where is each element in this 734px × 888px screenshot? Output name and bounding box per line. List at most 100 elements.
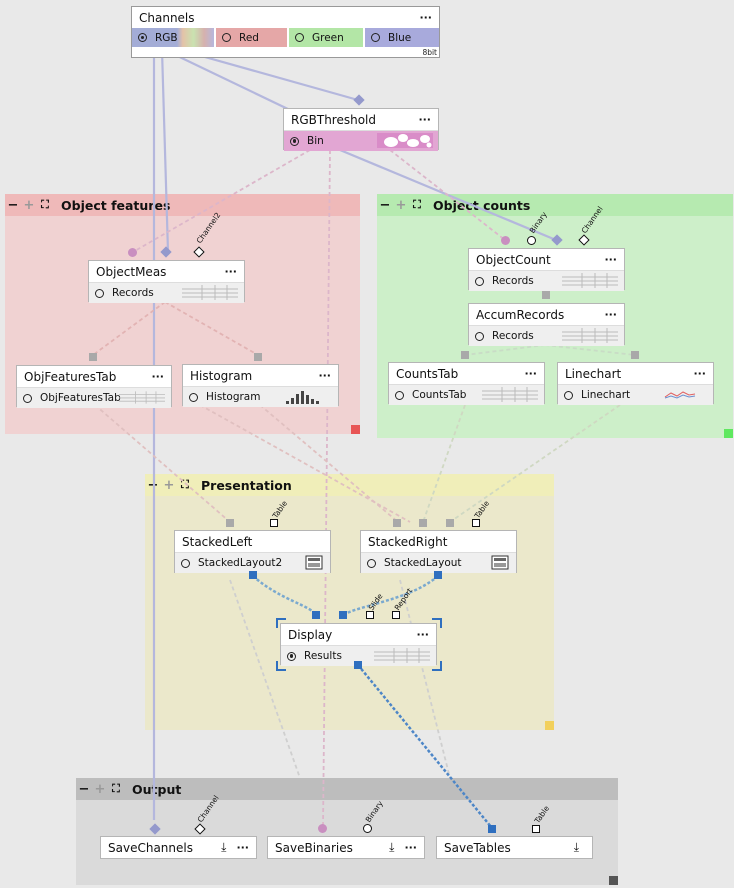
output-table[interactable]: ObjFeaturesTab — [17, 387, 171, 408]
group-header[interactable]: − + ⛶ Output — [76, 778, 618, 800]
node-menu-button[interactable]: ··· — [604, 253, 617, 266]
input-port-slide[interactable] — [366, 611, 374, 619]
node-header[interactable]: SaveChannels ⤓ ··· — [101, 837, 256, 858]
node-savebinaries[interactable]: SaveBinaries ⤓ ··· — [267, 836, 425, 859]
node-header[interactable]: SaveBinaries ⤓ ··· — [268, 837, 424, 858]
group-resize-handle[interactable] — [609, 876, 618, 885]
node-menu-button[interactable]: ··· — [418, 113, 431, 126]
node-header[interactable]: Channels ··· — [132, 7, 439, 28]
input-port-binary[interactable] — [128, 248, 137, 257]
expand-icon[interactable]: + — [395, 197, 407, 213]
input-port-records[interactable] — [631, 351, 639, 359]
node-menu-button[interactable]: ··· — [524, 367, 537, 380]
node-stackedleft[interactable]: StackedLeft StackedLayout2 — [174, 530, 331, 573]
node-countstab[interactable]: CountsTab ··· CountsTab — [388, 362, 545, 405]
node-header[interactable]: Histogram ··· — [183, 365, 338, 386]
output-port-results[interactable] — [354, 661, 362, 669]
output-histogram[interactable]: Histogram — [183, 386, 338, 407]
input-port-table[interactable] — [472, 519, 480, 527]
node-header[interactable]: RGBThreshold ··· — [284, 109, 438, 130]
node-savechannels[interactable]: SaveChannels ⤓ ··· — [100, 836, 257, 859]
fit-icon[interactable]: ⛶ — [112, 782, 120, 795]
input-port-binary2[interactable] — [527, 236, 536, 245]
collapse-icon[interactable]: − — [78, 781, 90, 797]
node-accumrecords[interactable]: AccumRecords ··· Records — [468, 303, 625, 346]
input-port-binary[interactable] — [501, 236, 510, 245]
download-icon[interactable]: ⤓ — [573, 840, 579, 854]
fit-icon[interactable]: ⛶ — [181, 478, 189, 491]
group-header[interactable]: − + ⛶ Presentation — [145, 474, 554, 496]
input-port-records[interactable] — [461, 351, 469, 359]
group-resize-handle[interactable] — [545, 721, 554, 730]
node-header[interactable]: ObjFeaturesTab ··· — [17, 366, 171, 387]
node-menu-button[interactable]: ··· — [404, 841, 417, 854]
group-resize-handle[interactable] — [724, 429, 733, 438]
expand-icon[interactable]: + — [94, 781, 106, 797]
collapse-icon[interactable]: − — [147, 477, 159, 493]
input-port-layout[interactable] — [339, 611, 347, 619]
input-port-channel[interactable] — [353, 94, 365, 106]
node-header[interactable]: SaveTables ⤓ — [437, 837, 592, 858]
expand-icon[interactable]: + — [163, 477, 175, 493]
input-port-table[interactable] — [419, 519, 427, 527]
output-port-layout[interactable] — [249, 571, 257, 579]
group-header[interactable]: − + ⛶ Object counts — [377, 194, 733, 216]
node-header[interactable]: StackedRight — [361, 531, 516, 552]
node-menu-button[interactable]: ··· — [236, 841, 249, 854]
node-header[interactable]: StackedLeft — [175, 531, 330, 552]
output-linechart[interactable]: Linechart — [558, 384, 713, 405]
node-menu-button[interactable]: ··· — [693, 367, 706, 380]
channel-rgb[interactable]: RGB — [132, 28, 216, 47]
node-savetables[interactable]: SaveTables ⤓ — [436, 836, 593, 859]
node-menu-button[interactable]: ··· — [419, 11, 432, 24]
input-port-binary2[interactable] — [363, 824, 372, 833]
node-objectcount[interactable]: ObjectCount ··· Records — [468, 248, 625, 291]
node-header[interactable]: AccumRecords ··· — [469, 304, 624, 325]
expand-icon[interactable]: + — [23, 197, 35, 213]
output-layout[interactable]: StackedLayout2 — [175, 552, 330, 573]
node-menu-button[interactable]: ··· — [416, 628, 429, 641]
input-port-records[interactable] — [89, 353, 97, 361]
node-objfeaturestab[interactable]: ObjFeaturesTab ··· ObjFeaturesTab — [16, 365, 172, 408]
output-table[interactable]: CountsTab — [389, 384, 544, 405]
input-port-table[interactable] — [488, 825, 496, 833]
node-display[interactable]: Display ··· Results — [280, 623, 437, 666]
input-port-records[interactable] — [542, 291, 550, 299]
fit-icon[interactable]: ⛶ — [413, 198, 421, 211]
channel-green[interactable]: Green — [289, 28, 365, 47]
input-port-table[interactable] — [393, 519, 401, 527]
input-port-table[interactable] — [446, 519, 454, 527]
node-linechart[interactable]: Linechart ··· Linechart — [557, 362, 714, 405]
output-records[interactable]: Records — [89, 282, 244, 303]
node-rgbthreshold[interactable]: RGBThreshold ··· Bin — [283, 108, 439, 151]
group-resize-handle[interactable] — [351, 425, 360, 434]
node-header[interactable]: CountsTab ··· — [389, 363, 544, 384]
output-records[interactable]: Records — [469, 325, 624, 346]
input-port-records[interactable] — [254, 353, 262, 361]
group-header[interactable]: − + ⛶ Object features — [5, 194, 360, 216]
node-menu-button[interactable]: ··· — [318, 369, 331, 382]
collapse-icon[interactable]: − — [379, 197, 391, 213]
input-port-table[interactable] — [532, 825, 540, 833]
node-header[interactable]: ObjectCount ··· — [469, 249, 624, 270]
node-objectmeas[interactable]: ObjectMeas ··· Records — [88, 260, 245, 303]
download-icon[interactable]: ⤓ — [389, 840, 395, 854]
collapse-icon[interactable]: − — [7, 197, 19, 213]
node-channels[interactable]: Channels ··· RGB Red Green Blue 8bit — [131, 6, 440, 58]
input-port-report[interactable] — [392, 611, 400, 619]
input-port-binary[interactable] — [318, 824, 327, 833]
node-histogram[interactable]: Histogram ··· Histogram — [182, 364, 339, 407]
channel-red[interactable]: Red — [216, 28, 289, 47]
node-menu-button[interactable]: ··· — [604, 308, 617, 321]
download-icon[interactable]: ⤓ — [221, 840, 227, 854]
node-menu-button[interactable]: ··· — [224, 265, 237, 278]
output-port-layout[interactable] — [434, 571, 442, 579]
output-binary[interactable]: Bin — [284, 130, 438, 151]
node-header[interactable]: Linechart ··· — [558, 363, 713, 384]
node-menu-button[interactable]: ··· — [151, 370, 164, 383]
channel-blue[interactable]: Blue — [365, 28, 439, 47]
input-port-table[interactable] — [226, 519, 234, 527]
node-header[interactable]: Display ··· — [281, 624, 436, 645]
input-port-table[interactable] — [270, 519, 278, 527]
output-records[interactable]: Records — [469, 270, 624, 291]
